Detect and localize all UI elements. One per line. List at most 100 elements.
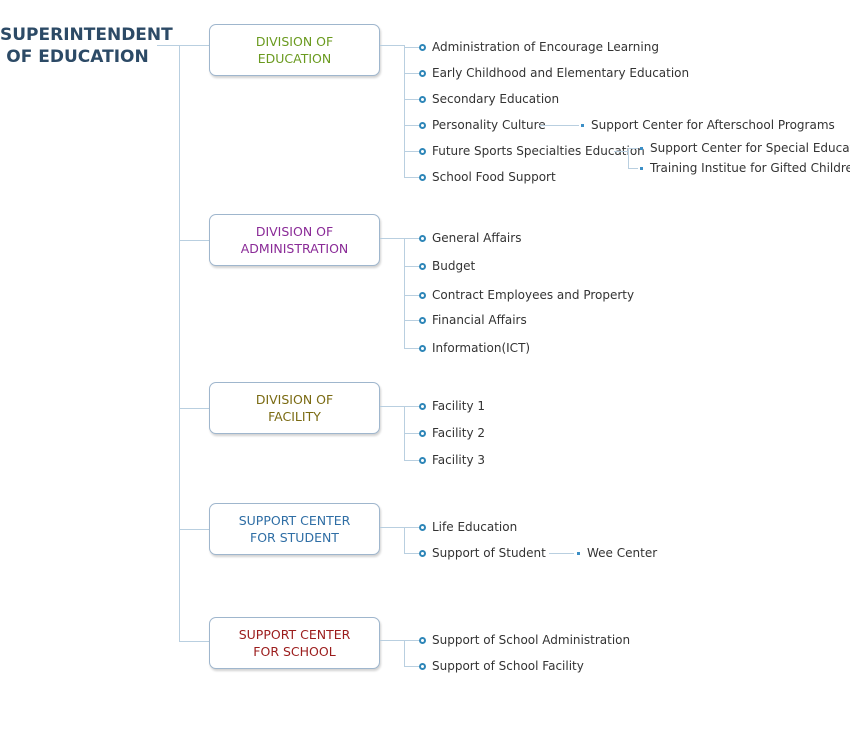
bullet-icon (419, 44, 426, 51)
list-item[interactable]: Financial Affairs (432, 313, 527, 327)
list-item[interactable]: Life Education (432, 520, 518, 534)
main-trunk (179, 45, 180, 641)
list-item[interactable]: Early Childhood and Elementary Education (432, 66, 690, 80)
items-trunk (404, 238, 405, 348)
support-center-school-box[interactable]: SUPPORT CENTER FOR SCHOOL (209, 617, 380, 669)
bullet-icon (419, 524, 426, 531)
bullet-icon (419, 148, 426, 155)
item-connector (404, 348, 420, 349)
items-trunk (404, 45, 405, 177)
list-item[interactable]: Support of School Administration (432, 633, 631, 647)
bullet-icon (419, 457, 426, 464)
bullet-icon (419, 96, 426, 103)
bullet-icon (419, 292, 426, 299)
sub-unit[interactable]: Support Center for Afterschool Programs (591, 118, 835, 132)
item-connector (404, 295, 420, 296)
item-connector (404, 553, 420, 554)
item-connector (404, 266, 420, 267)
sub-connector (628, 168, 638, 169)
bullet-icon (419, 403, 426, 410)
list-item[interactable]: Support of School Facility (432, 659, 584, 673)
root-connector (157, 45, 179, 46)
item-connector (404, 666, 420, 667)
bullet-icon (419, 345, 426, 352)
box-connector (380, 527, 404, 528)
item-connector (404, 73, 420, 74)
item-connector (404, 460, 420, 461)
branch-connector (179, 240, 209, 241)
item-connector (404, 151, 420, 152)
bullet-icon (419, 663, 426, 670)
list-item[interactable]: Information(ICT) (432, 341, 531, 355)
list-item[interactable]: Facility 3 (432, 453, 486, 467)
box-connector (380, 45, 404, 46)
item-connector (404, 527, 420, 528)
superintendent-line1: SUPERINTENDENT (0, 25, 173, 45)
division-label-line1: SUPPORT CENTER (238, 627, 351, 642)
list-item[interactable]: General Affairs (432, 231, 522, 245)
list-item[interactable]: Contract Employees and Property (432, 288, 635, 302)
division-label-line1: SUPPORT CENTER (238, 513, 351, 528)
item-connector (404, 177, 420, 178)
item-connector (404, 47, 420, 48)
bullet-icon (419, 637, 426, 644)
item-connector (404, 125, 420, 126)
list-item[interactable]: Facility 1 (432, 399, 486, 413)
division-label-line2: FOR SCHOOL (253, 644, 336, 659)
square-bullet-icon (581, 124, 584, 127)
item-connector (404, 99, 420, 100)
item-connector (404, 640, 420, 641)
division-label-line1: DIVISION OF (255, 34, 334, 49)
square-bullet-icon (640, 147, 643, 150)
items-trunk (404, 640, 405, 666)
branch-connector (179, 408, 209, 409)
list-item[interactable]: Facility 2 (432, 426, 486, 440)
division-administration-box[interactable]: DIVISION OF ADMINISTRATION (209, 214, 380, 266)
sub-unit[interactable]: Support Center for Special Education (650, 141, 850, 155)
division-label-line1: DIVISION OF (255, 392, 334, 407)
division-label-line2: ADMINISTRATION (240, 241, 349, 256)
box-connector (380, 406, 404, 407)
bullet-icon (419, 430, 426, 437)
item-connector (404, 238, 420, 239)
item-connector (404, 406, 420, 407)
bullet-icon (419, 70, 426, 77)
list-item[interactable]: School Food Support (432, 170, 556, 184)
division-facility-box[interactable]: DIVISION OF FACILITY (209, 382, 380, 434)
items-trunk (404, 527, 405, 553)
square-bullet-icon (640, 167, 643, 170)
superintendent-line2: OF EDUCATION (6, 47, 149, 67)
bullet-icon (419, 174, 426, 181)
item-connector (404, 320, 420, 321)
branch-connector (179, 45, 209, 46)
sub-unit[interactable]: Wee Center (587, 546, 658, 560)
support-center-student-box[interactable]: SUPPORT CENTER FOR STUDENT (209, 503, 380, 555)
box-connector (380, 238, 404, 239)
bullet-icon (419, 122, 426, 129)
sub-connector (539, 125, 579, 126)
bullet-icon (419, 235, 426, 242)
list-item[interactable]: Secondary Education (432, 92, 560, 106)
list-item[interactable]: Future Sports Specialties Education (432, 144, 645, 158)
superintendent-title: SUPERINTENDENT OF EDUCATION (0, 24, 173, 68)
sub-unit[interactable]: Training Institue for Gifted Children (650, 161, 850, 175)
division-label-line2: EDUCATION (257, 51, 332, 66)
box-connector (380, 640, 404, 641)
list-item[interactable]: Administration of Encourage Learning (432, 40, 659, 54)
sub-connector (628, 148, 638, 149)
bullet-icon (419, 317, 426, 324)
item-connector (404, 433, 420, 434)
list-item[interactable]: Personality Culture (432, 118, 546, 132)
division-education-box[interactable]: DIVISION OF EDUCATION (209, 24, 380, 76)
sub-connector (614, 151, 628, 152)
bullet-icon (419, 263, 426, 270)
square-bullet-icon (577, 552, 580, 555)
sub-trunk (628, 148, 629, 168)
division-label-line2: FOR STUDENT (250, 530, 339, 545)
division-label-line2: FACILITY (268, 409, 321, 424)
sub-connector (549, 553, 574, 554)
division-label-line1: DIVISION OF (255, 224, 334, 239)
list-item[interactable]: Budget (432, 259, 476, 273)
list-item[interactable]: Support of Student (432, 546, 546, 560)
branch-connector (179, 641, 209, 642)
